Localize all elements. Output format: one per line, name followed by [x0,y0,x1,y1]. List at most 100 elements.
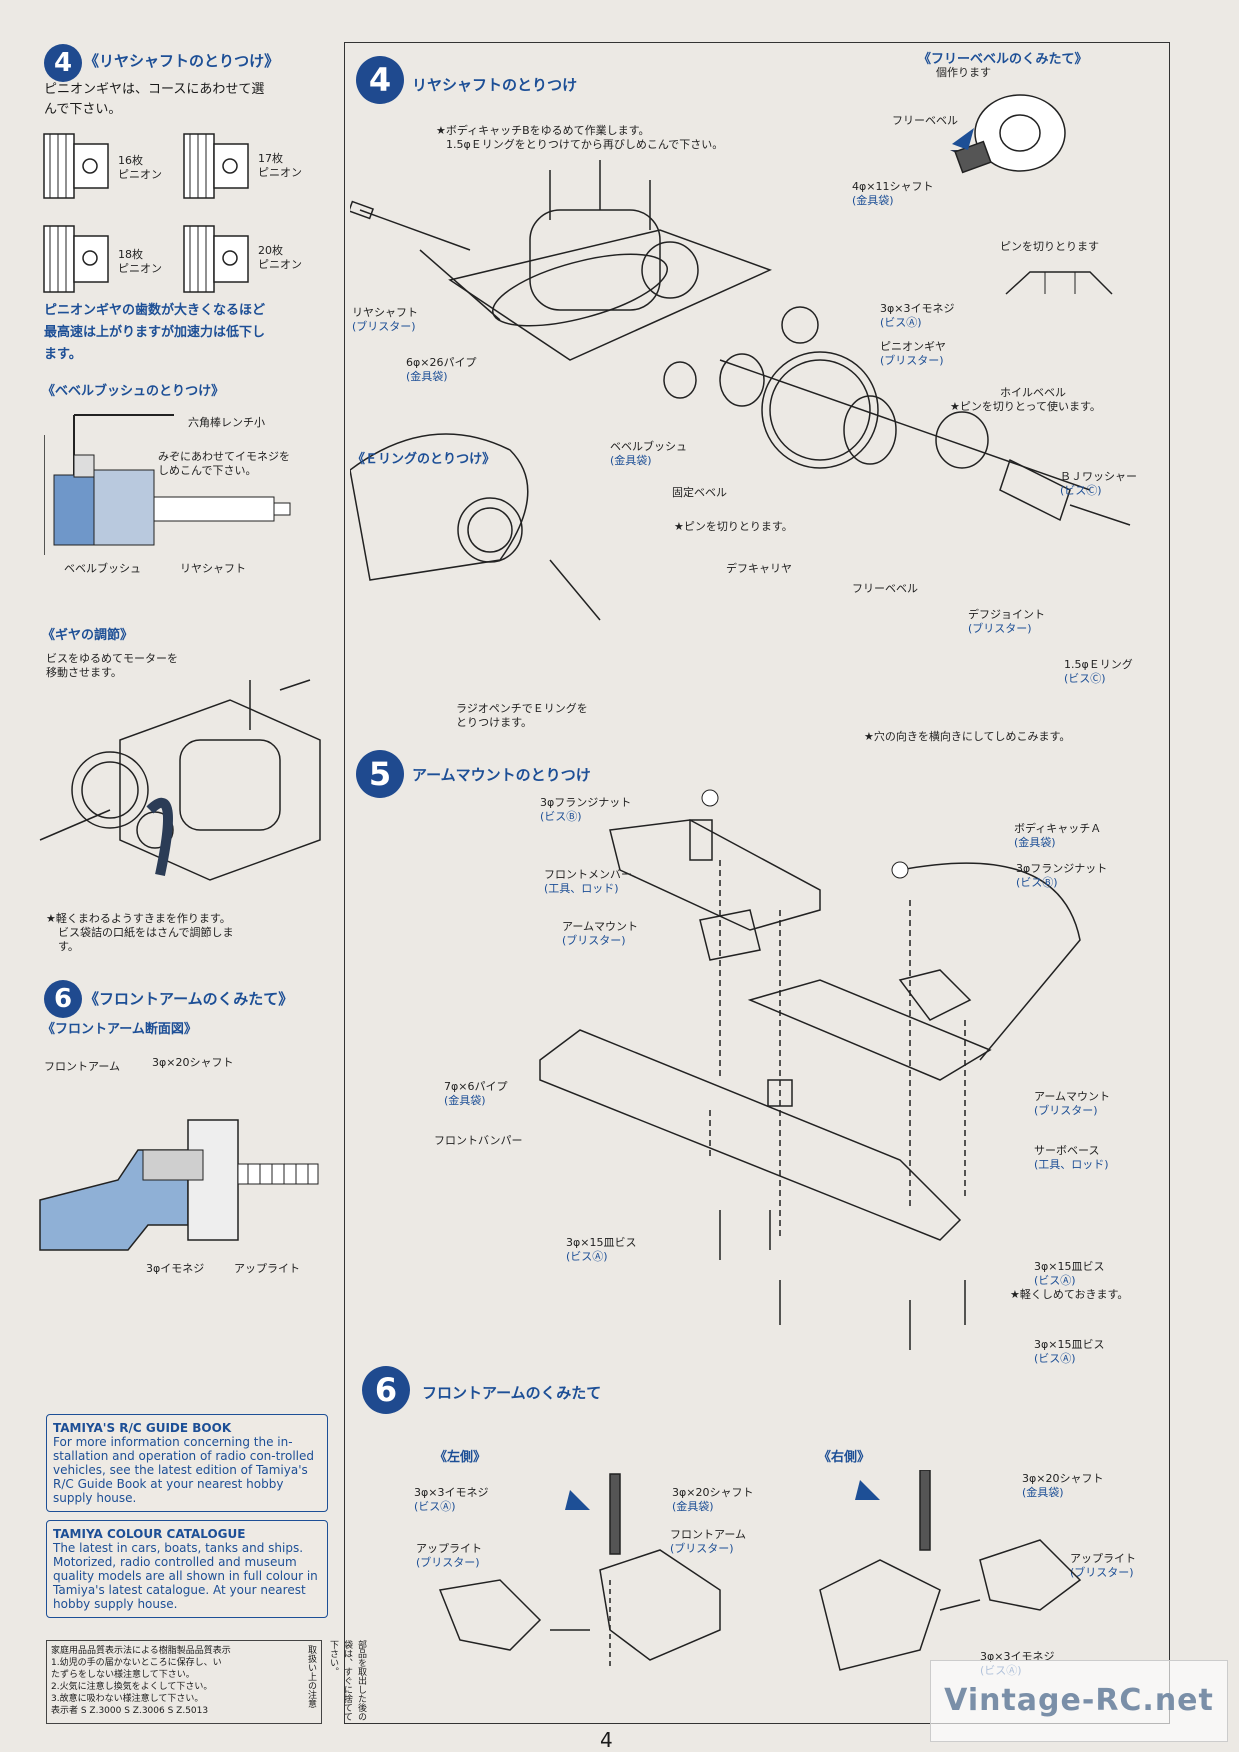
arm-mount-label-2: アームマウント(ブリスター) [1034,1090,1111,1117]
bevel-bush-title: 《ベベルブッシュのとりつけ》 [42,384,225,399]
front-arm-section-title: 《フロントアームのくみたて》 [84,990,294,1008]
free-bevel-title: 《フリーベベルのくみたて》 [918,52,1088,67]
free-bevel-subtitle: 個作ります [936,66,991,79]
page-number: 4 [600,1728,613,1752]
bevel-note-line1: みぞにあわせてイモネジを [158,450,290,463]
body-catch-a-label: ボディキャッチＡ(金具袋) [1014,822,1102,849]
guide-book-title: TAMIYA'S R/C GUIDE BOOK [53,1421,232,1435]
body-catch-note-2: 1.5φＥリングをとりつけてから再びしめこんで下さい。 [446,138,724,151]
gear-star-line1: ★軽くまわるようすきまを作ります。 [46,912,231,925]
diff-carrier-label: デフキャリヤ [726,562,792,575]
left-shaft-label: 3φ×20シャフト(金具袋) [672,1486,754,1513]
pinion-intro-line2: んで下さい。 [44,102,122,117]
colour-catalogue-title: TAMIYA COLOUR CATALOGUE [53,1527,246,1541]
arm-mount-assembly-illustration [539,789,1081,1350]
step-4-badge-main: 4 [356,56,404,104]
colour-catalogue-box: TAMIYA COLOUR CATALOGUE The latest in ca… [46,1520,328,1618]
right-side-label: 《右側》 [818,1450,871,1465]
colour-catalogue-body: The latest in cars, boats, tanks and shi… [53,1541,318,1611]
rear-shaft-label: リヤシャフト [180,562,246,575]
pinion-note-line1: ピニオンギヤの歯数が大きくなるほど [44,303,266,318]
pin-cut-diagram [1005,271,1113,295]
e-ring-label: 1.5φＥリング(ビスⒸ) [1064,658,1133,685]
pin-cut-label: ピンを切りとります [1000,240,1099,253]
guide-book-body: For more information concerning the in-s… [53,1435,314,1505]
front-arm-cross-section-title: 《フロントアーム断面図》 [42,1022,197,1037]
pipe-7x6-label: 7φ×6パイプ(金具袋) [444,1080,508,1107]
free-bevel-label: フリーベベル [892,114,958,127]
set-screw-3x3-label: 3φ×3イモネジ(ビスⒶ) [880,302,955,329]
left-front-arm-label: フロントアーム(ブリスター) [670,1528,747,1555]
bj-washer-label: ＢＪワッシャー(ビスⒸ) [1060,470,1137,497]
safety-notice: 家庭用品品質表示法による樹脂製品品質表示 1.幼児の手の届かないところに保存し、… [46,1640,322,1724]
front-bumper-label: フロントバンパー [434,1134,523,1147]
hex-wrench-label: 六角棒レンチ小 [188,416,265,429]
bevel-bush-illustration [44,414,291,555]
bag-disposal-note: 部品を取出した後の袋は、すぐに捨てて下さい。 [328,1640,366,1721]
step-6-badge-left: 6 [44,980,82,1018]
left-set-screw-label: 3φ×3イモネジ(ビスⒶ) [414,1486,489,1513]
arm-mount-label-1: アームマウント(ブリスター) [562,920,639,947]
main-instruction-panel [344,42,1170,1724]
pinion-note-line3: ます。 [44,347,82,362]
loose-tighten-note: ★軽くしめておきます。 [1010,1288,1129,1301]
wheel-bevel-note: ★ピンを切りとって使います。 [950,400,1101,413]
wheel-bevel-label: ホイルベベル [1000,386,1066,399]
left-side-label: 《左側》 [434,1450,487,1465]
pipe-6x26-label: 6φ×26パイプ(金具袋) [406,356,477,383]
flange-nut-label-1: 3φフランジナット(ビスⒷ) [540,796,632,823]
e-ring-title: 《Ｅリングのとりつけ》 [352,452,496,467]
gear-adjust-title: 《ギヤの調節》 [42,628,134,643]
pinion-intro-line1: ピニオンギヤは、コースにあわせて選 [44,82,265,97]
free-bevel-gear-illustration [952,94,1066,174]
e-ring-note-line2: とりつけます。 [456,716,533,729]
pinion-note-line2: 最高速は上がりますが加速力は低下し [44,325,266,340]
hole-orientation-note: ★穴の向きを横向きにしてしめこみます。 [864,730,1071,743]
bevel-note-line2: しめこんで下さい。 [158,464,257,477]
pinion-18-label: 18枚ピニオン [118,248,162,275]
rear-shaft-assembly-illustration [350,150,1131,621]
upright-label: アップライト [234,1262,300,1275]
watermark: Vintage-RC.net [930,1660,1228,1742]
step-6-badge-main: 6 [362,1366,410,1414]
front-arm-assembly-illustration [438,1470,1082,1671]
left-upright-label: アップライト(ブリスター) [416,1542,482,1569]
main-rear-shaft-title: リヤシャフトのとりつけ [412,76,578,94]
main-rear-shaft-label: リヤシャフト(ブリスター) [352,306,418,333]
gear-note-line2: 移動させます。 [46,666,122,679]
step-5-badge: 5 [356,750,404,798]
flange-nut-label-2: 3φフランジナット(ビスⒷ) [1016,862,1108,889]
pinion-20-label: 20枚ピニオン [258,244,302,271]
diff-joint-label: デフジョイント(ブリスター) [968,608,1045,635]
front-arm-label: フロントアーム [44,1060,121,1073]
main-bevel-bush-label: ベベルブッシュ(金具袋) [610,440,687,467]
gear-adjust-illustration [39,679,321,881]
set-screw-label: 3φイモネジ [146,1262,205,1275]
gear-note-line1: ビスをゆるめてモーターを [46,652,178,665]
gear-star-line2: ビス袋詰の口紙をはさんで調節しま [58,926,234,939]
arm-mount-section-title: アームマウントのとりつけ [412,766,591,784]
right-upright-label: アップライト(ブリスター) [1070,1552,1136,1579]
shaft-4x11-label: 4φ×11シャフト(金具袋) [852,180,934,207]
step-4-badge: 4 [44,44,82,82]
body-catch-note-1: ★ボディキャッチBをゆるめて作業します。 [436,124,650,137]
shaft-3x20-label: 3φ×20シャフト [152,1056,234,1069]
guide-book-box: TAMIYA'S R/C GUIDE BOOK For more informa… [46,1414,328,1512]
fixed-bevel-label: 固定ベベル [672,486,727,499]
pinion-17-label: 17枚ピニオン [258,152,302,179]
gear-star-line3: す。 [58,940,79,953]
free-bevel-2-label: フリーベベル [852,582,918,595]
flat-screw-label-3: 3φ×15皿ビス(ビスⒶ) [1034,1338,1105,1365]
pinion-16-label: 16枚ピニオン [118,154,162,181]
pin-cut-star-label: ★ピンを切りとります。 [674,520,793,533]
pinion-gear-label: ピニオンギヤ(ブリスター) [880,340,946,367]
bevel-bush-label: ベベルブッシュ [64,562,141,575]
e-ring-note-line1: ラジオペンチでＥリングを [456,702,588,715]
right-shaft-label: 3φ×20シャフト(金具袋) [1022,1472,1104,1499]
front-member-label: フロントメンバー(工具、ロッド) [544,868,632,895]
servo-base-label: サーボベース(工具、ロッド) [1034,1144,1109,1171]
flat-screw-label-1: 3φ×15皿ビス(ビスⒶ) [566,1236,637,1263]
rear-shaft-section-title: 《リヤシャフトのとりつけ》 [84,52,280,70]
flat-screw-label-2: 3φ×15皿ビス(ビスⒶ) [1034,1260,1105,1287]
front-arm-cross-section [39,1119,319,1251]
